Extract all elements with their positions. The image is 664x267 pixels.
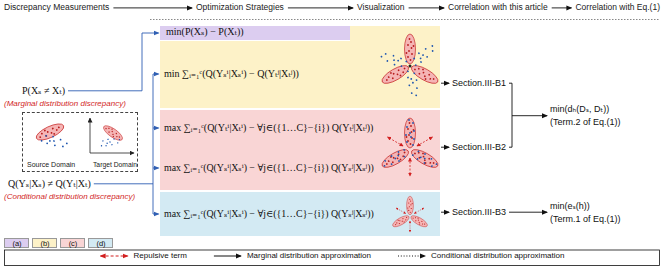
legend-text: Conditional distribution approximation bbox=[431, 251, 564, 260]
rect bbox=[350, 26, 440, 41]
use bbox=[101, 123, 124, 143]
objective: (Term.1 of Eq.(1)) bbox=[550, 214, 621, 224]
discrepancy-formula: Q(Yₛ|Xₛ) ≠ Q(Yₜ|Xₜ) bbox=[8, 178, 91, 190]
header-arrow bbox=[552, 7, 572, 8]
legend-box bbox=[5, 250, 660, 266]
circle bbox=[409, 65, 412, 68]
line bbox=[90, 118, 91, 153]
mapping-arrow bbox=[153, 74, 159, 75]
use bbox=[379, 51, 408, 69]
objective: min(eₛ(h)) bbox=[550, 201, 590, 211]
objective: (Term.2 of Eq.(1)) bbox=[550, 117, 621, 127]
mapping-arrow bbox=[153, 168, 159, 169]
legend-swatch: (c) bbox=[60, 238, 85, 248]
legend-swatch: (b) bbox=[32, 238, 57, 248]
legend-sample bbox=[398, 256, 425, 257]
use bbox=[380, 62, 411, 87]
formula-text: min ∑ᵢ₌₁ᶜ(Q(Yₛⁱ|Xₛⁱ) − Q(Yₜʲ|Xₜʲ)) bbox=[164, 68, 299, 80]
mapping-bracket bbox=[153, 74, 154, 214]
formula-text: max ∑ᵢ₌₁ᶜ(Q(Yₜⁱ|Xₜⁱ) − ∀j∈({1…C}−{i}) Q(… bbox=[164, 122, 373, 134]
use bbox=[388, 137, 433, 176]
section-ref: Section.III-B2 bbox=[452, 142, 506, 152]
column-header: Correlation with this article bbox=[448, 3, 548, 13]
legend-swatch: (d) bbox=[88, 238, 113, 248]
column-header: Discrepancy Measurements bbox=[4, 3, 109, 13]
objective-arrow bbox=[512, 115, 547, 116]
use bbox=[396, 208, 424, 232]
legend-text: (d) bbox=[89, 239, 113, 249]
column-header: Visualization bbox=[357, 3, 405, 13]
section-ref: Section.III-B1 bbox=[452, 78, 506, 88]
g bbox=[380, 118, 441, 176]
use bbox=[407, 196, 414, 215]
use bbox=[100, 137, 121, 148]
bracket bbox=[509, 83, 512, 147]
g bbox=[379, 34, 440, 97]
domain-caption: Target Domain bbox=[93, 161, 137, 169]
strategy-band: max ∑ᵢ₌₁ᶜ(Q(Yₛⁱ|Xₛⁱ) − ∀j∈({1…C}−{i}) Q(… bbox=[160, 192, 440, 236]
use bbox=[405, 34, 416, 64]
legend-swatch: (a) bbox=[4, 238, 29, 248]
legend-text: (c) bbox=[61, 239, 85, 249]
section-arrow bbox=[441, 83, 449, 84]
g bbox=[391, 196, 429, 232]
use bbox=[411, 148, 439, 170]
domain-caption: Source Domain bbox=[27, 161, 75, 169]
use bbox=[409, 214, 429, 229]
objective-arrow bbox=[509, 212, 547, 213]
section-arrow bbox=[441, 212, 449, 213]
column-header: Optimization Strategies bbox=[196, 3, 284, 13]
mapping-arrow bbox=[153, 214, 159, 215]
objective: min(dₕ(Dₛ, Dₜ)) bbox=[550, 104, 609, 114]
use bbox=[405, 119, 415, 146]
use bbox=[391, 214, 411, 229]
formula-text: max ∑ᵢ₌₁ᶜ(Q(Yₛⁱ|Xₛⁱ) − ∀j∈({1…C}−{i}) Q(… bbox=[164, 208, 374, 219]
separator bbox=[150, 19, 660, 20]
legend-text: (b) bbox=[33, 239, 57, 249]
legend-text: Repulsive term bbox=[134, 251, 187, 260]
strategy-band: max ∑ᵢ₌₁ᶜ(Q(Yₜⁱ|Xₜⁱ) − ∀j∈({1…C}−{i}) Q(… bbox=[160, 110, 440, 190]
mapping-line bbox=[94, 183, 153, 184]
section-arrow bbox=[441, 147, 449, 148]
discrepancy-formula: P(Xₛ ≠ Xₜ) bbox=[22, 85, 65, 97]
column-header: Correlation with Eq.(1) bbox=[575, 3, 660, 13]
g bbox=[101, 123, 124, 143]
use bbox=[381, 148, 409, 170]
use bbox=[406, 69, 420, 97]
g bbox=[40, 133, 68, 149]
header-arrow bbox=[288, 7, 353, 8]
domain-box: Source Domain Target Domain bbox=[22, 112, 138, 172]
formula-text: min(P(Xₛ) − P(Xₜ)) bbox=[166, 26, 244, 38]
mapping-arrow bbox=[68, 33, 159, 91]
legend-sample bbox=[214, 256, 241, 257]
formula-text: max ∑ᵢ₌₁ᶜ(Q(Yₛⁱ|Xₛⁱ) − ∀j∈({1…C}−{i}) Q(… bbox=[164, 162, 374, 173]
use bbox=[409, 146, 440, 171]
use bbox=[380, 146, 411, 171]
section-ref: Section.III-B3 bbox=[452, 207, 506, 217]
use bbox=[40, 133, 68, 149]
header-arrow bbox=[113, 7, 192, 8]
legend-text: Marginal distribution approximation bbox=[247, 251, 371, 260]
use bbox=[405, 118, 416, 148]
discrepancy-name: (Marginal distribution discrepancy) bbox=[4, 99, 126, 108]
use bbox=[410, 42, 437, 67]
header-arrow bbox=[409, 7, 444, 8]
g bbox=[100, 137, 121, 148]
strategy-band: min(P(Xₛ) − P(Xₜ)) bbox=[160, 26, 350, 40]
mapping-arrow bbox=[153, 128, 159, 129]
legend-sample bbox=[101, 256, 128, 257]
line bbox=[90, 153, 134, 154]
legend-text: (a) bbox=[5, 239, 29, 249]
discrepancy-name: (Conditional distribution discrepancy) bbox=[4, 192, 135, 201]
